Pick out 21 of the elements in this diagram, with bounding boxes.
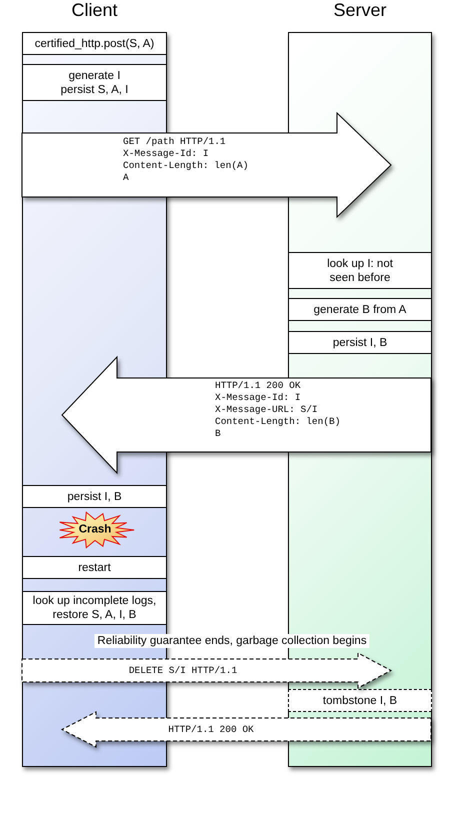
block-arrow (61, 356, 432, 474)
lifeline-heading: Server (333, 0, 386, 20)
note-label: Reliability guarantee ends, garbage collection begins (94, 634, 370, 648)
message-label: GET /path HTTP/1.1 X-Message-Id: I Content-Length: len(A) A (123, 136, 248, 184)
block-arrow (60, 711, 432, 748)
crash-label: Crash (78, 524, 112, 536)
step-box: restart (22, 556, 167, 579)
lifeline-heading: Client (71, 0, 118, 20)
step-box: look up incomplete logs, restore S, A, I, B (22, 591, 167, 625)
step-box: tombstone I, B (288, 689, 432, 712)
step-box: generate I persist S, A, I (22, 64, 167, 101)
step-box: generate B from A (288, 298, 432, 321)
block-arrow (22, 652, 392, 689)
step-box: certified_http.post(S, A) (22, 32, 167, 55)
step-box: look up I: not seen before (288, 252, 432, 289)
block-arrow (22, 112, 392, 218)
message-label: DELETE S/I HTTP/1.1 (128, 664, 238, 676)
step-box: persist I, B (22, 485, 167, 508)
step-box: persist I, B (288, 331, 432, 354)
message-label: HTTP/1.1 200 OK (168, 724, 254, 736)
message-label: HTTP/1.1 200 OK X-Message-Id: I X-Message-URL: S/I Content-Length: len(B) B (215, 380, 340, 440)
